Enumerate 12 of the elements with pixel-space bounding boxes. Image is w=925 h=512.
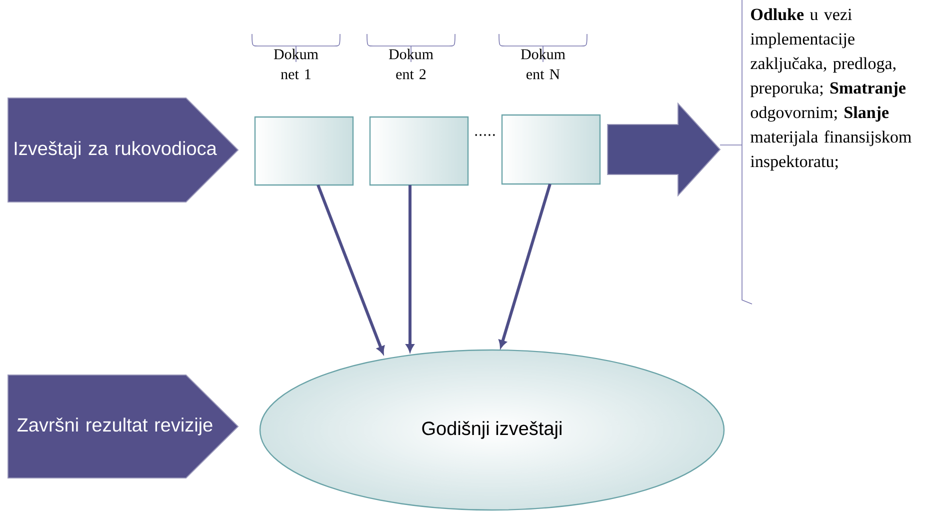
document-box [501,114,601,185]
decision-list: Odluke u vezi implementacije zaključaka, predloga, preporuka; Smatranje odgovornim; Slanje materijala finansijskom inspektoratu; [720,0,912,304]
dots-label: ..... [475,134,495,136]
arrow [316,184,385,354]
document-box [369,116,469,186]
document-label: Dokum ent 2 [388,48,434,80]
document-box [254,116,354,186]
document-label: Dokum net 1 [274,48,318,80]
arrow [498,184,552,348]
document-label: Dokum ent N [520,48,566,80]
block-arrow [607,102,721,197]
arrow [406,185,414,352]
